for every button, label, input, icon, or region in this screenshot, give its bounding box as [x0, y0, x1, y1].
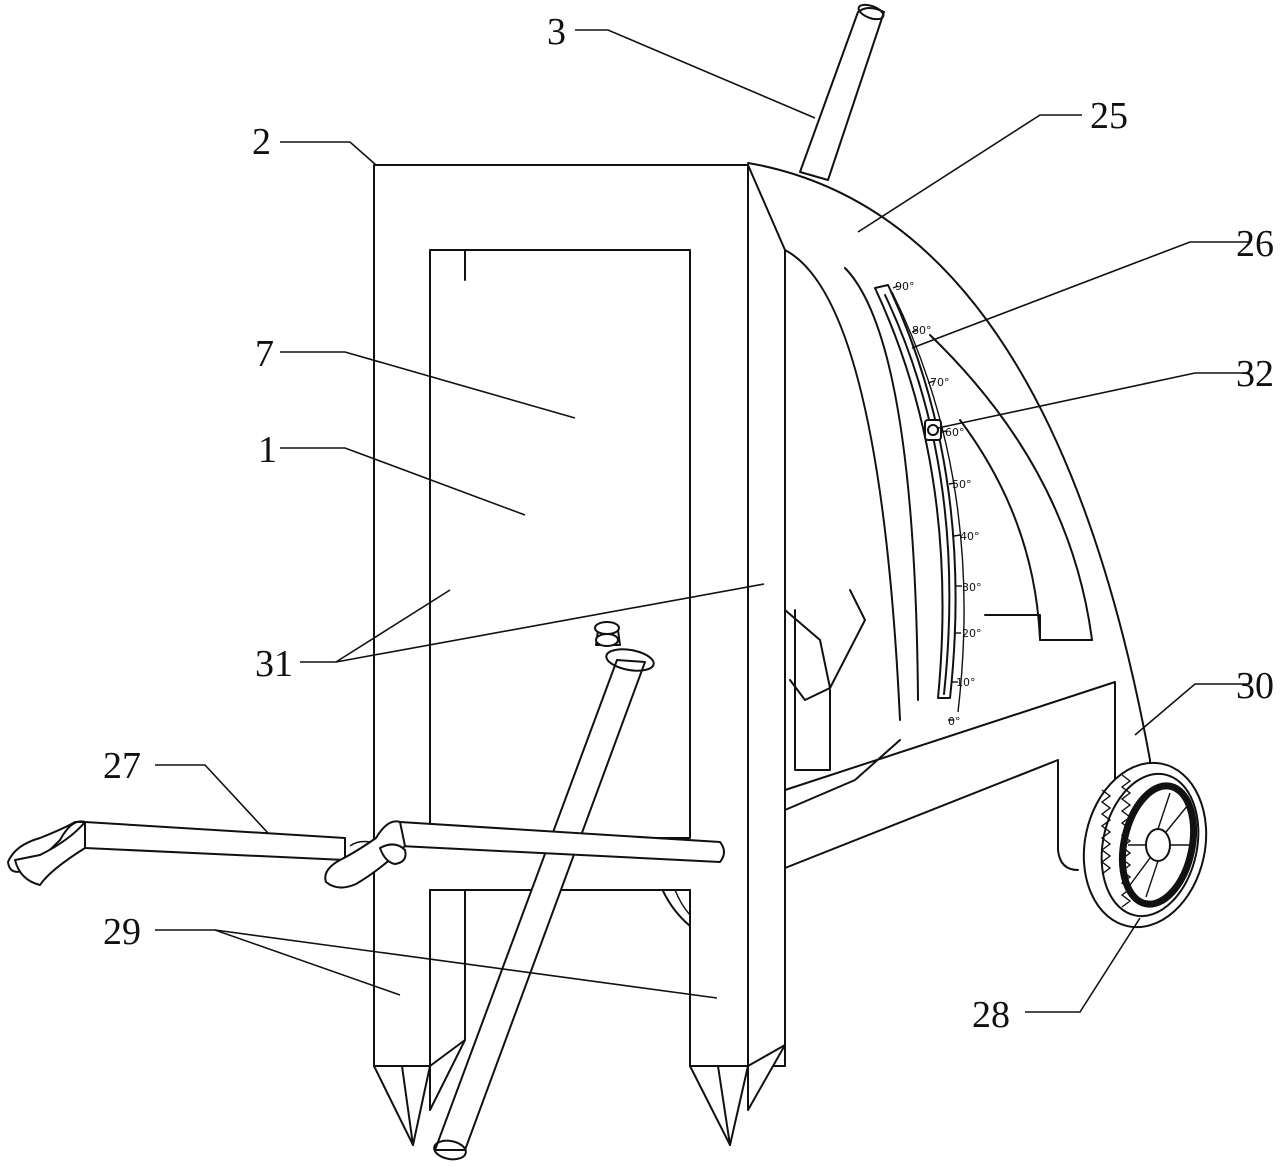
label-29: 29	[103, 911, 141, 953]
label-30: 30	[1236, 665, 1274, 707]
label-32: 32	[1236, 353, 1274, 395]
label-31: 31	[255, 643, 293, 685]
label-1: 1	[258, 429, 277, 471]
label-3: 3	[547, 11, 566, 53]
scale-mark-50: 50°	[952, 478, 972, 491]
rod-3	[800, 2, 885, 180]
wheel-28	[1069, 751, 1221, 938]
label-25: 25	[1090, 95, 1128, 137]
angle-scale-26: 90° 80° 70° 60° 50° 40° 30° 20° 10° 0°	[875, 280, 982, 728]
pointer-32	[925, 420, 941, 440]
scale-mark-70: 70°	[930, 376, 950, 389]
label-27: 27	[103, 745, 141, 787]
scale-mark-10: 10°	[956, 676, 976, 689]
scale-mark-40: 40°	[960, 530, 980, 543]
scale-mark-30: 30°	[962, 581, 982, 594]
scale-mark-80: 80°	[912, 324, 932, 337]
scale-mark-0: 0°	[948, 715, 961, 728]
label-7: 7	[255, 333, 274, 375]
label-26: 26	[1236, 223, 1274, 265]
scale-mark-20: 20°	[962, 627, 982, 640]
scale-mark-90: 90°	[895, 280, 915, 293]
label-2: 2	[252, 121, 271, 163]
scale-mark-60: 60°	[945, 426, 965, 439]
label-28: 28	[972, 994, 1010, 1036]
main-frame-2	[374, 165, 785, 1066]
